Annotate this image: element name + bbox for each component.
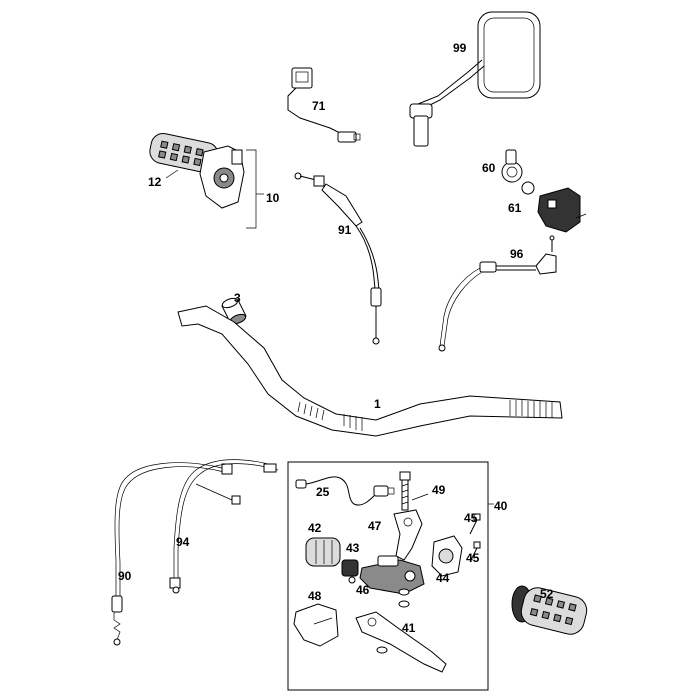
callout-12: 12 xyxy=(148,175,162,189)
throttle-grip[interactable] xyxy=(148,131,221,174)
callout-52: 52 xyxy=(540,587,554,601)
callout-90: 90 xyxy=(118,569,132,583)
brake-switch-cable-25[interactable] xyxy=(295,476,395,506)
callout-61: 61 xyxy=(508,201,522,215)
callout-43: 43 xyxy=(346,541,360,555)
callout-91: 91 xyxy=(338,223,352,237)
lever-guard-48[interactable] xyxy=(293,603,339,647)
callout-41: 41 xyxy=(402,621,416,635)
master-cylinder[interactable] xyxy=(359,555,425,595)
brake-lever-41[interactable] xyxy=(355,611,447,673)
callout-49: 49 xyxy=(432,483,446,497)
callout-1: 1 xyxy=(374,397,381,411)
callout-42: 42 xyxy=(308,521,322,535)
cable-96[interactable] xyxy=(438,235,557,352)
switch-unit-61[interactable] xyxy=(537,187,587,233)
callout-3: 3 xyxy=(234,291,241,305)
callout-60: 60 xyxy=(482,161,496,175)
bushing[interactable] xyxy=(221,297,247,326)
callout-45-top: 45 xyxy=(464,511,478,525)
screw-45-top[interactable] xyxy=(469,513,481,535)
bracket-10 xyxy=(246,149,257,229)
callout-46: 46 xyxy=(356,583,370,597)
throttle-housing[interactable] xyxy=(199,145,245,209)
switch-ring-60[interactable] xyxy=(501,149,523,183)
callout-40: 40 xyxy=(494,499,508,513)
callout-96: 96 xyxy=(510,247,524,261)
callout-99: 99 xyxy=(453,41,467,55)
kill-switch[interactable] xyxy=(287,67,361,143)
throttle-cable[interactable] xyxy=(294,172,382,345)
bolt-49[interactable] xyxy=(399,471,411,511)
washer-46[interactable] xyxy=(398,588,410,608)
lever-bracket-47[interactable] xyxy=(393,509,423,561)
switch-washer xyxy=(521,181,535,195)
handlebar[interactable] xyxy=(177,305,563,437)
cable-94[interactable] xyxy=(169,459,279,594)
callout-94: 94 xyxy=(176,535,190,549)
reservoir-42[interactable] xyxy=(305,537,341,567)
mirror[interactable] xyxy=(409,11,541,147)
left-grip[interactable] xyxy=(511,585,590,637)
leader-12 xyxy=(165,169,179,179)
callout-47: 47 xyxy=(368,519,382,533)
callout-25: 25 xyxy=(316,485,330,499)
callout-48: 48 xyxy=(308,589,322,603)
cable-90[interactable] xyxy=(111,462,233,646)
callout-45-bottom: 45 xyxy=(466,551,480,565)
screw-45-bottom[interactable] xyxy=(469,541,481,563)
assembly-frame-40 xyxy=(287,461,489,691)
clamp-44[interactable] xyxy=(431,535,463,577)
leader-49 xyxy=(411,493,429,501)
callout-71: 71 xyxy=(312,99,326,113)
lever-washer xyxy=(376,646,388,654)
callout-10: 10 xyxy=(266,191,280,205)
callout-44: 44 xyxy=(436,571,450,585)
piston-43[interactable] xyxy=(341,559,359,584)
